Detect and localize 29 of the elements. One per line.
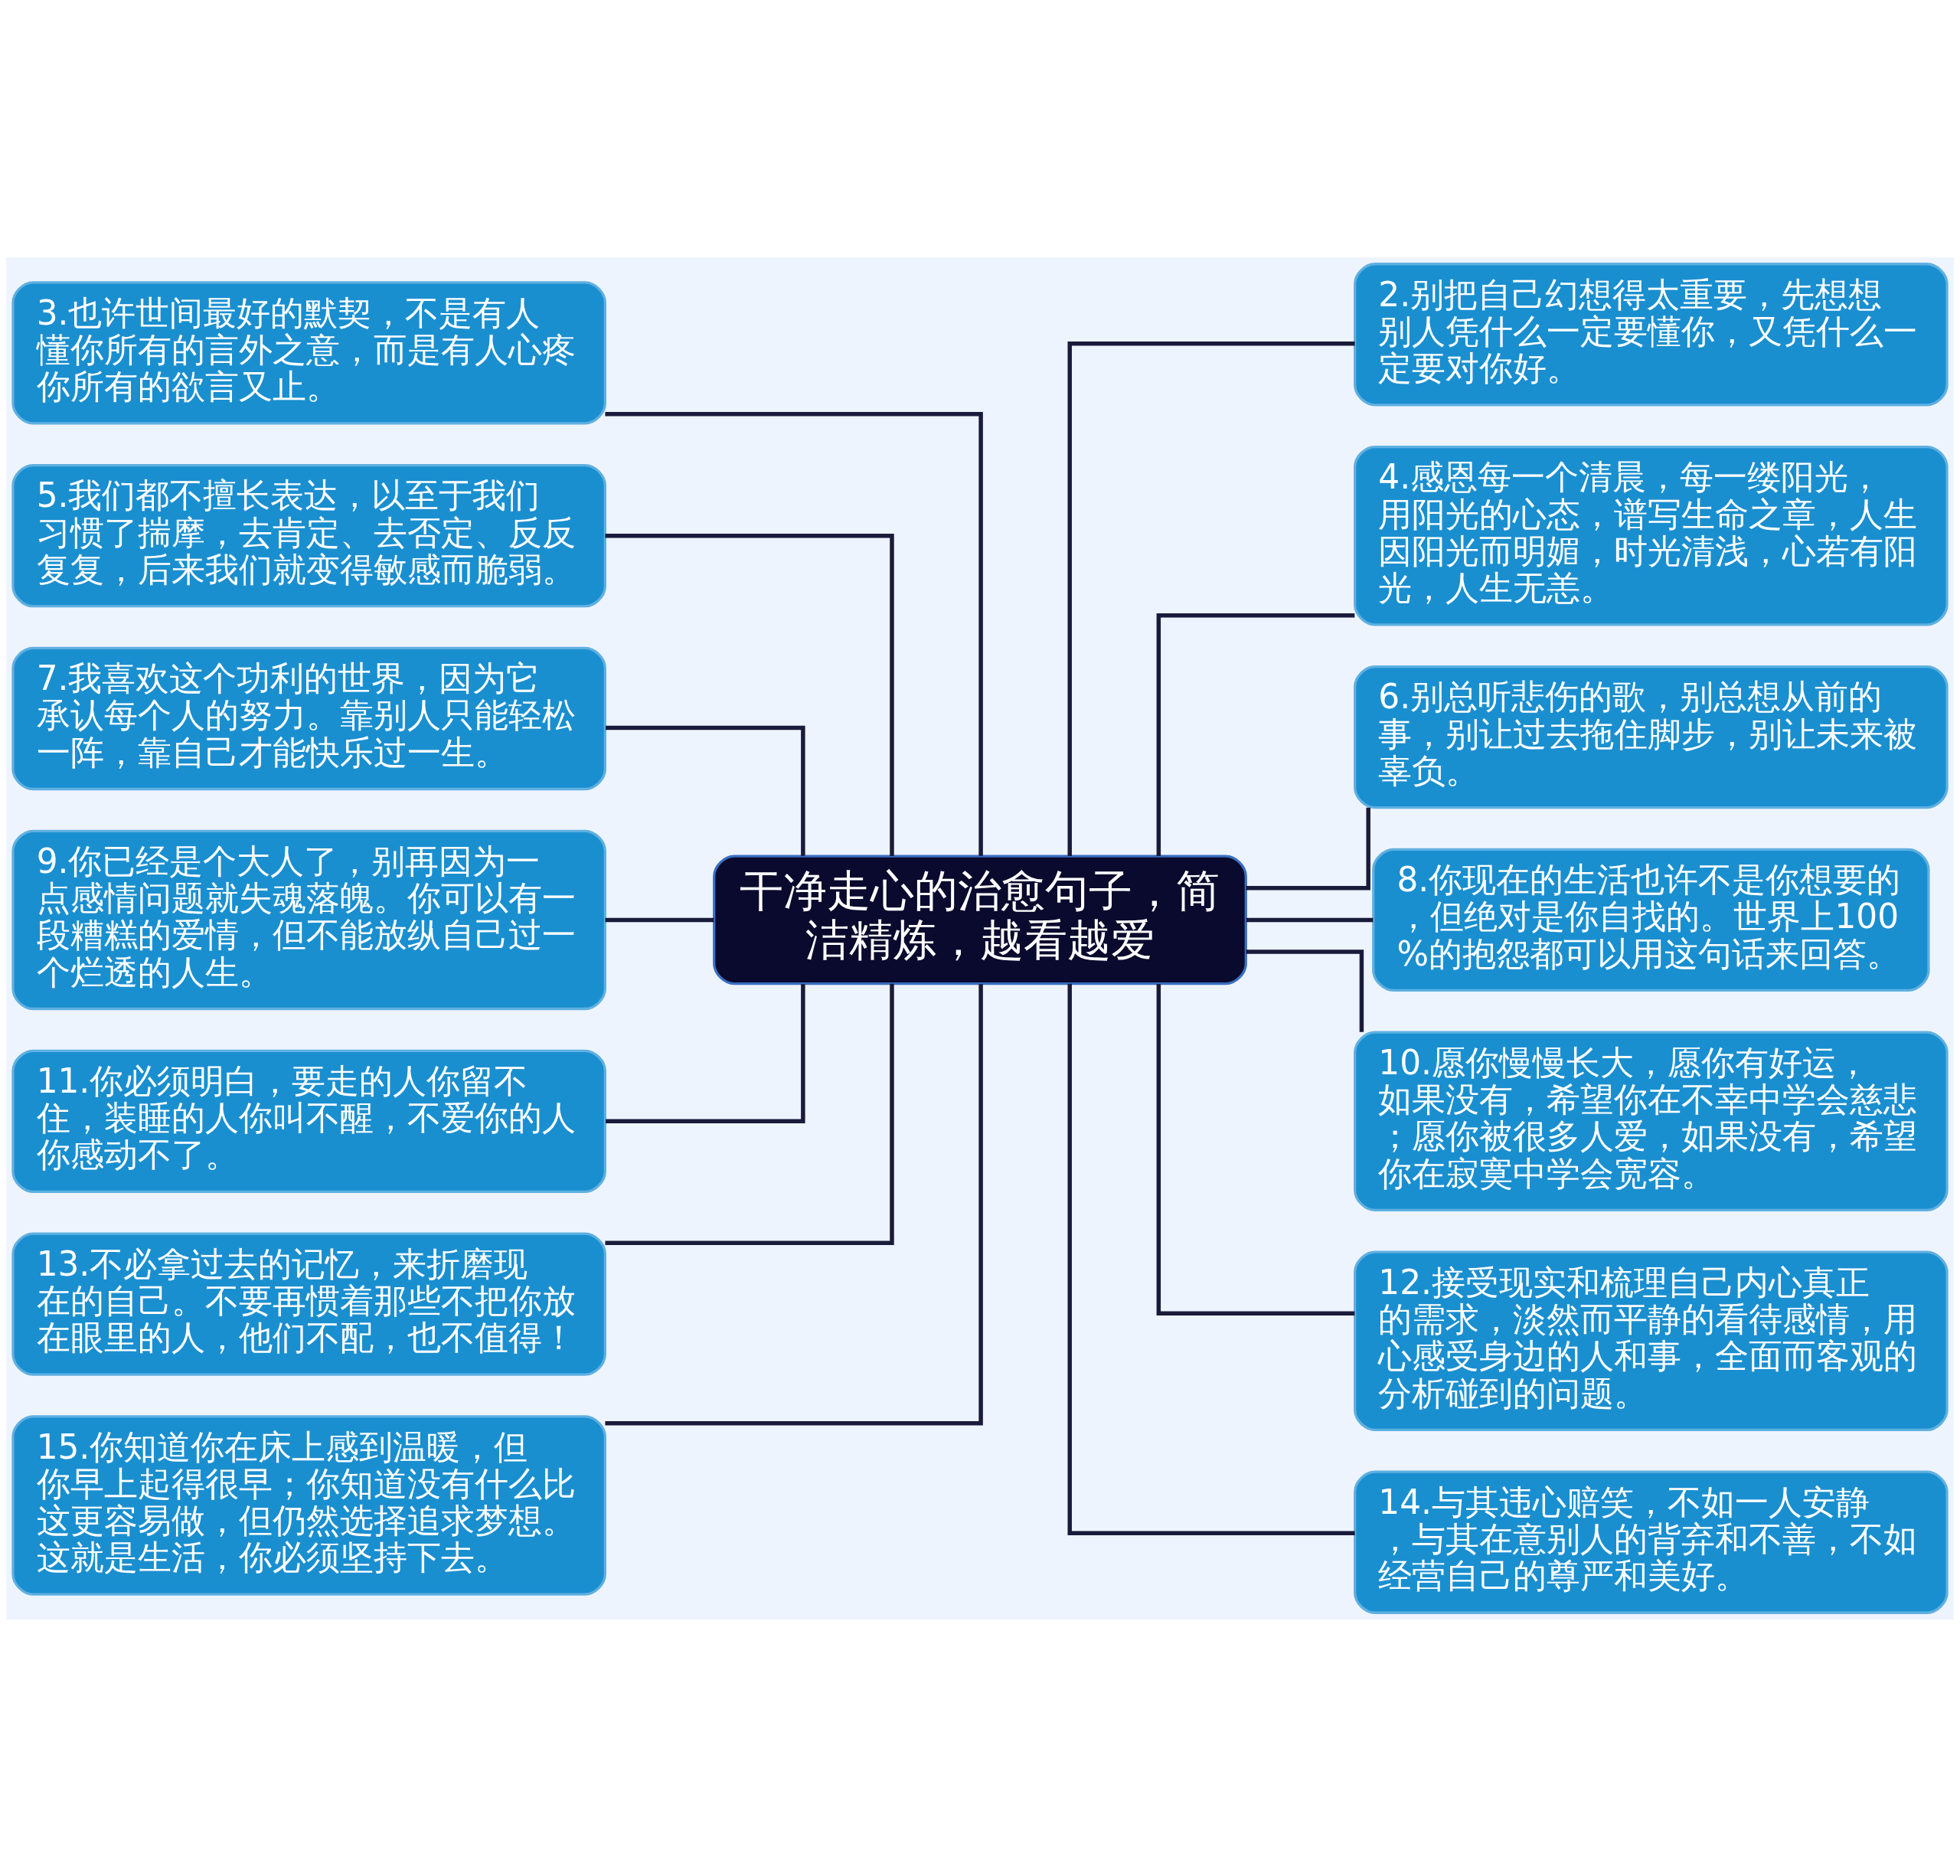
node-box: 10.愿你慢慢长大，愿你有好运，如果没有，希望你在不幸中学会慈悲；愿你被很多人爱，如果没有，希望你在寂寞中学会宽容。 (1354, 1031, 1949, 1211)
connector (1067, 983, 1355, 1535)
connector (606, 983, 805, 1123)
connector (1246, 917, 1374, 922)
connector (1067, 341, 1355, 856)
connector (1246, 949, 1364, 1032)
node-box: 4.感恩每一个清晨，每一缕阳光，用阳光的心态，谱写生命之章，人生因阳光而明媚，时光清浅，心若有阳光，人生无恙。 (1354, 445, 1949, 626)
connector (605, 533, 894, 856)
node-box: 7.我喜欢这个功利的世界，因为它承认每个人的努力。靠别人只能轻松一阵，靠自己才能快乐过一生。 (11, 646, 606, 790)
connector (605, 917, 714, 922)
node-box: 5.我们都不擅长表达，以至于我们习惯了揣摩，去肯定、去否定、反反复复，后来我们就变得敏感而脆弱。 (11, 463, 606, 607)
node-box: 14.与其违心赔笑，不如一人安静，与其在意别人的背弃和不善，不如经营自己的尊严和美好。 (1354, 1470, 1949, 1614)
node-box: 3.也许世间最好的默契，不是有人懂你所有的言外之意，而是有人心疼你所有的欲言又止。 (11, 280, 606, 425)
node-box: 11.你必须明白，要走的人你留不住，装睡的人你叫不醒，不爱你的人你感动不了。 (11, 1049, 606, 1193)
connector (605, 983, 983, 1425)
node-box: 12.接受现实和梳理自己内心真正的需求，淡然而平静的看待感情，用心感受身边的人和事，全面而客观的分析碰到的问题。 (1354, 1250, 1949, 1431)
node-box: 2.别把自己幻想得太重要，先想想别人凭什么一定要懂你，又凭什么一定要对你好。 (1354, 262, 1949, 406)
node-box: 干净走心的治愈句子，简洁精炼，越看越爱 (713, 855, 1247, 985)
node-box: 9.你已经是个大人了，别再因为一点感情问题就失魂落魄。你可以有一段糟糕的爱情，但不能放纵自己过一个烂透的人生。 (11, 829, 606, 1010)
node-box: 15.你知道你在床上感到温暖，但你早上起得很早；你知道没有什么比这更容易做，但仍然选择追求梦想。这就是生活，你必须坚持下去。 (11, 1414, 606, 1596)
connector (605, 983, 894, 1245)
node-box: 13.不必拿过去的记忆，来折磨现在的自己。不要再惯着那些不把你放在眼里的人，他们不配，也不值得！ (11, 1231, 606, 1376)
connector (1246, 807, 1370, 890)
node-box: 8.你现在的生活也许不是你想要的，但绝对是你自找的。世界上100%的抱怨都可以用这句话来回答。 (1372, 848, 1930, 992)
connector (606, 725, 805, 856)
connector (605, 411, 983, 856)
node-box: 6.别总听悲伤的歌，别总想从前的事，别让过去拖住脚步，别让未来被辜负。 (1354, 665, 1949, 809)
connector (1156, 613, 1355, 856)
connector (1156, 983, 1355, 1315)
